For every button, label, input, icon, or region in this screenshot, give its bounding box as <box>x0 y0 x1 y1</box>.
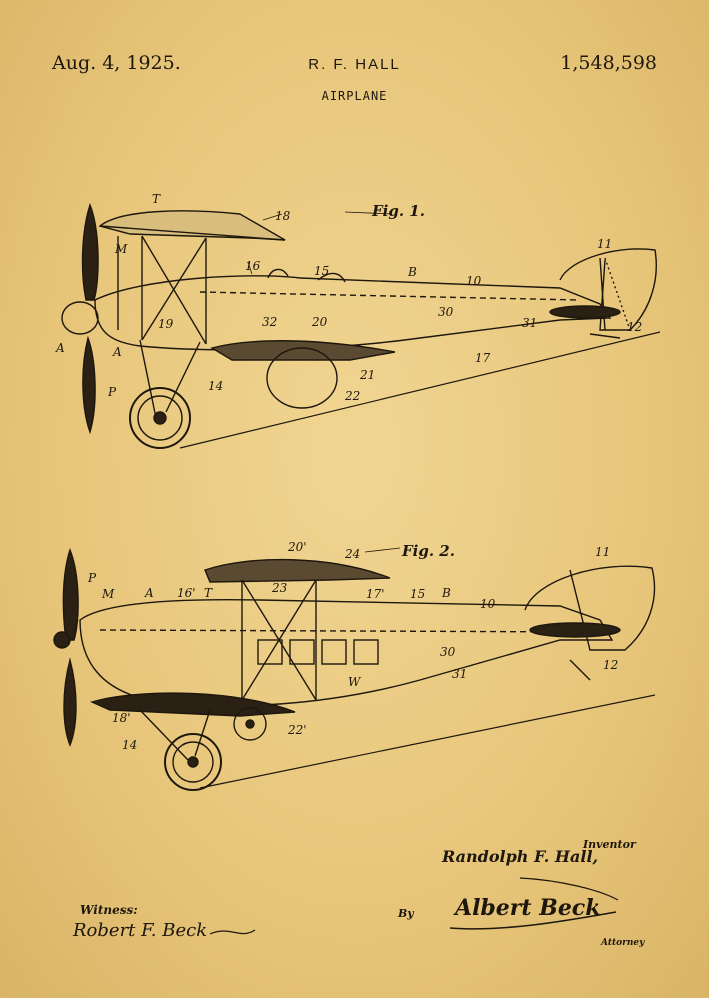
fig1-ref: 22 <box>344 389 360 403</box>
fig1-ref: 30 <box>438 305 454 319</box>
fig1-ref: 21 <box>359 368 375 382</box>
by-label: By <box>398 907 414 920</box>
fig1-ref: A <box>112 345 122 359</box>
fig2-ref: 11 <box>595 545 610 559</box>
fig2-ref: B <box>441 586 451 600</box>
inventor-label: Inventor <box>583 838 636 851</box>
figure-2-airplane <box>53 547 656 791</box>
fig1-ref: 31 <box>522 316 537 330</box>
attorney-flourish <box>449 911 617 930</box>
fig2-ref: M <box>101 587 115 601</box>
attorney-signature: Albert Beck <box>455 895 601 921</box>
fig1-ref: 10 <box>466 274 482 288</box>
fig1-ref: 14 <box>208 379 223 393</box>
fig2-ref: 10 <box>480 597 496 611</box>
patent-title: AIRPLANE <box>321 89 388 103</box>
fig1-ref: 17 <box>475 351 491 365</box>
fig1-ref: 20 <box>311 315 328 329</box>
witness-label: Witness: <box>80 903 138 917</box>
attorney-label: Attorney <box>601 938 645 948</box>
fig1-ref: P <box>107 385 117 399</box>
fig1-ref: 12 <box>627 320 642 334</box>
patent-date: Aug. 4, 1925. <box>52 52 181 74</box>
fig2-ref: 16' <box>177 586 196 600</box>
fig2-ref: 24 <box>344 547 360 561</box>
fig2-ref: 20' <box>287 540 307 554</box>
fig1-ref: 19 <box>158 317 174 331</box>
figure-1-airplane <box>61 202 661 449</box>
fig2-ref: 18' <box>112 711 131 725</box>
fig2-ref: P <box>87 571 97 585</box>
fig2-ref: 30 <box>440 645 456 659</box>
witness-flourish <box>209 929 256 935</box>
svg-text:A: A <box>55 341 65 355</box>
fig2-label: Fig. 2. <box>401 542 455 560</box>
inventor-header: R. F. HALL <box>308 56 401 73</box>
fig1-ref: T <box>152 192 161 206</box>
fig1-ref: 16 <box>245 259 261 273</box>
fig2-ref: W <box>348 675 362 689</box>
fig1-ref: 15 <box>314 264 329 278</box>
fig1-label: Fig. 1. <box>371 202 425 220</box>
fig2-ref: 12 <box>603 658 618 672</box>
fig1-ref: 18 <box>275 209 291 223</box>
fig1-ref: M <box>114 242 128 256</box>
witness-signature: Robert F. Beck <box>73 920 208 941</box>
fig2-ref: 15 <box>410 587 425 601</box>
fig2-ref: 31 <box>452 667 467 681</box>
fig1-ref: 32 <box>262 315 277 329</box>
fig2-ref: 23 <box>271 581 288 595</box>
fig2-ref: 22' <box>287 723 307 737</box>
fig1-ref: B <box>407 265 417 279</box>
fig2-ref: 17' <box>366 587 385 601</box>
fig2-ref: A <box>144 586 154 600</box>
fig2-ref: 14 <box>122 738 137 752</box>
fig2-ref: T <box>204 586 213 600</box>
fig1-ref: 11 <box>597 237 612 251</box>
inventor-name: Randolph F. Hall, <box>442 847 599 866</box>
patent-number: 1,548,598 <box>560 52 657 74</box>
